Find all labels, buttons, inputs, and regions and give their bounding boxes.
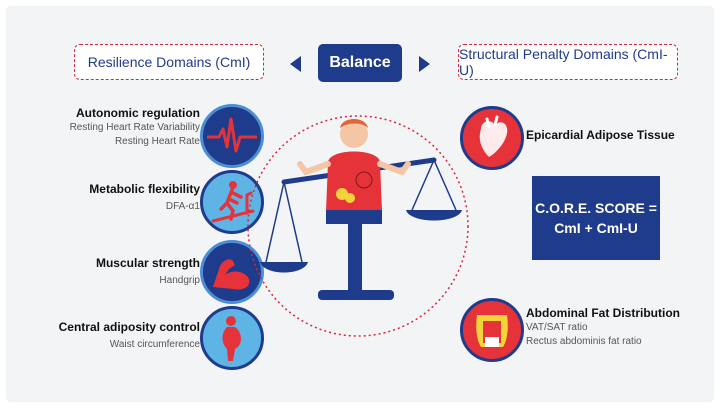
balance-text: Balance xyxy=(329,54,391,71)
autonomic-regulation-title: Autonomic regulation xyxy=(76,106,200,120)
balance-label: Balance xyxy=(318,44,402,82)
flexed-arm-icon xyxy=(200,240,264,304)
epicardial-adipose-item: Epicardial Adipose Tissue xyxy=(526,128,675,143)
epicardial-adipose-title: Epicardial Adipose Tissue xyxy=(526,128,675,142)
heart-anatomy-icon xyxy=(460,106,524,170)
hrv-label: Resting Heart Rate Variability xyxy=(69,122,200,133)
handgrip-label: Handgrip xyxy=(159,275,200,286)
balance-illustration xyxy=(247,115,469,337)
abdominal-fat-title: Abdominal Fat Distribution xyxy=(526,306,680,320)
resilience-domains-label: Resilience Domains (CmI) xyxy=(74,44,264,80)
core-score-line1: C.O.R.E. SCORE = xyxy=(535,200,657,216)
metabolic-flexibility-title: Metabolic flexibility xyxy=(89,182,200,196)
abdominal-fat-item: Abdominal Fat Distribution VAT/SAT ratio… xyxy=(526,306,680,349)
autonomic-regulation-item: Autonomic regulation Resting Heart Rate … xyxy=(10,106,200,149)
muscular-strength-item: Muscular strength Handgrip xyxy=(10,256,200,288)
central-adiposity-item: Central adiposity control Waist circumfe… xyxy=(10,320,200,352)
core-score-box: C.O.R.E. SCORE = CmI + CmI-U xyxy=(532,176,660,260)
dfa-label: DFA-α1 xyxy=(165,201,200,212)
structural-penalty-domains-label: Structural Penalty Domains (CmI-U) xyxy=(458,44,678,80)
vat-sat-label: VAT/SAT ratio xyxy=(526,322,588,333)
treadmill-icon xyxy=(200,170,264,234)
central-adiposity-title: Central adiposity control xyxy=(58,320,200,334)
arrow-left-icon xyxy=(290,56,301,72)
core-score-line2: CmI + CmI-U xyxy=(554,220,638,236)
body-silhouette-icon xyxy=(200,306,264,370)
muscular-strength-title: Muscular strength xyxy=(95,256,200,270)
structural-penalty-domains-text: Structural Penalty Domains (CmI-U) xyxy=(459,46,668,78)
arrow-right-icon xyxy=(419,56,430,72)
waist-label: Waist circumference xyxy=(109,339,200,350)
rhr-label: Resting Heart Rate xyxy=(114,136,200,147)
abdomen-icon xyxy=(460,298,524,362)
resilience-domains-text: Resilience Domains (CmI) xyxy=(87,54,251,70)
rectus-fat-label: Rectus abdominis fat ratio xyxy=(526,336,642,347)
metabolic-flexibility-item: Metabolic flexibility DFA-α1 xyxy=(10,182,200,214)
heart-rate-icon xyxy=(200,104,264,168)
